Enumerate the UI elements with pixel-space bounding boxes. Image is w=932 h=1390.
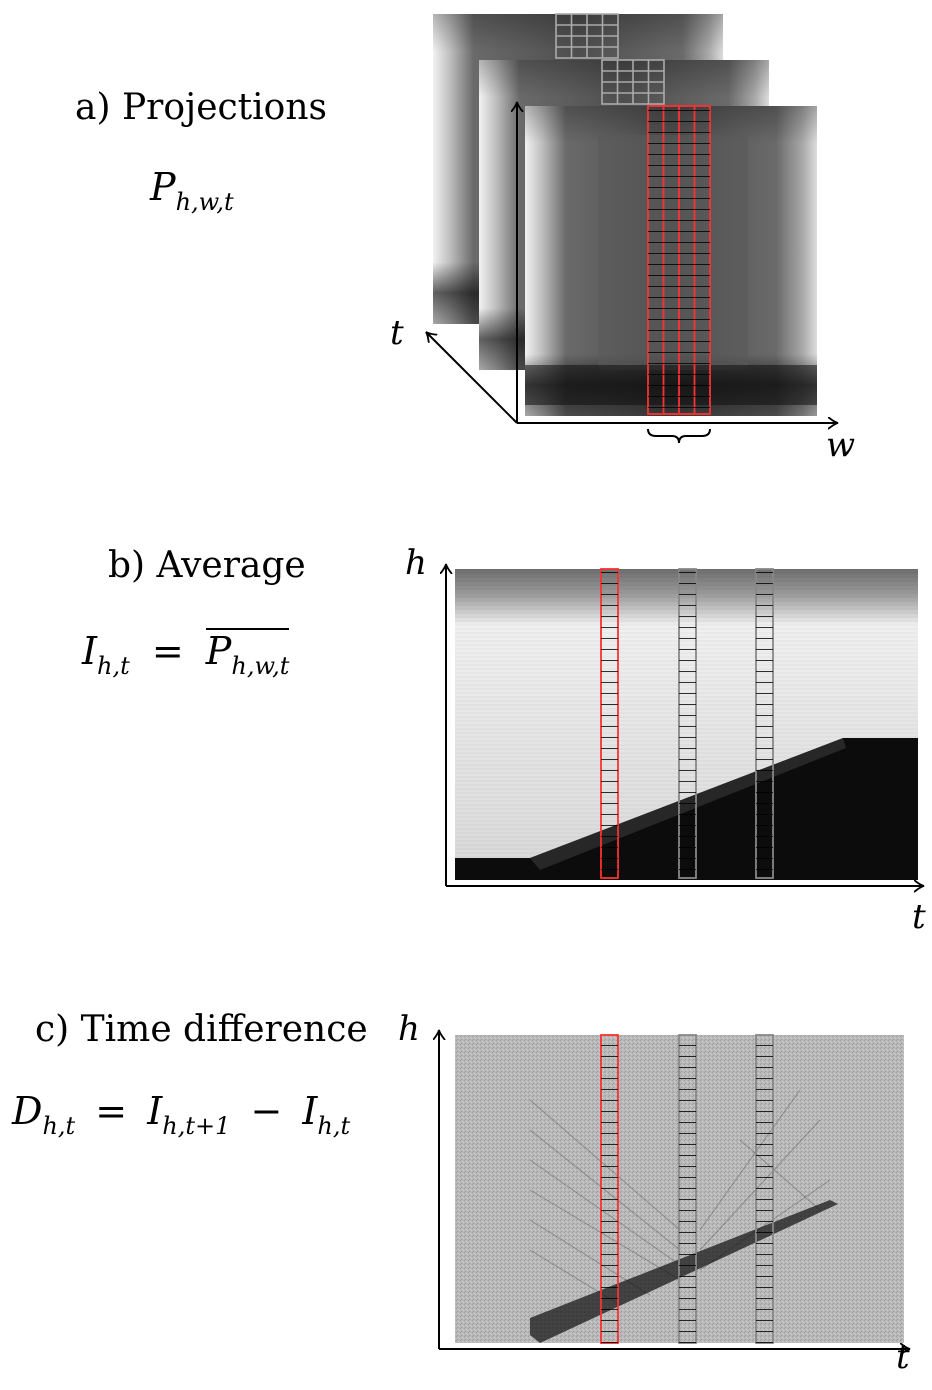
axis-b-t-label: t xyxy=(912,897,926,937)
panel-b-formula: Ih,t = Ph,w,t xyxy=(82,628,290,678)
formula-p-avg-sub: h,w,t xyxy=(231,652,290,680)
axes-c xyxy=(439,1030,910,1349)
panel-c-formula: Dh,t = Ih,t+1 − Ih,t xyxy=(12,1089,350,1138)
axis-b-h-label: h xyxy=(405,543,427,583)
projection-frame-front xyxy=(525,105,817,416)
formula-p-avg: P xyxy=(205,629,232,673)
panel-b-title: b) Average xyxy=(108,545,306,586)
grid-front-rows xyxy=(648,106,710,414)
formula-d: D xyxy=(12,1089,43,1133)
formula-d-sub: h,t xyxy=(42,1112,76,1140)
grid-middle xyxy=(601,59,665,105)
average-columns xyxy=(600,568,774,879)
formula-average-overline: Ph,w,t xyxy=(205,628,290,678)
formula-i1: I xyxy=(147,1089,163,1133)
grid-back xyxy=(555,13,619,59)
axis-a-t-label: t xyxy=(390,313,404,353)
formula-i-sub: h,t xyxy=(97,652,130,680)
axes-a xyxy=(426,102,838,423)
formula-eq: = xyxy=(151,629,184,673)
formula-p-sub: h,w,t xyxy=(175,188,234,216)
axes-b xyxy=(446,564,924,886)
brace-a xyxy=(647,428,711,444)
difference-columns xyxy=(600,1034,774,1344)
formula-i2-sub: h,t xyxy=(317,1112,351,1140)
formula-p: P xyxy=(150,165,176,209)
formula-i2: I xyxy=(302,1089,318,1133)
formula-eq-c: = xyxy=(95,1089,128,1133)
formula-minus: − xyxy=(250,1089,283,1133)
axis-c-h-label: h xyxy=(398,1009,420,1049)
panel-a-title: a) Projections xyxy=(75,87,327,128)
axis-a-w-label: w xyxy=(826,425,856,465)
formula-i: I xyxy=(82,629,98,673)
formula-i1-sub: h,t+1 xyxy=(162,1112,231,1140)
panel-a-formula: Ph,w,t xyxy=(150,165,234,214)
panel-c-title: c) Time difference xyxy=(35,1009,368,1050)
